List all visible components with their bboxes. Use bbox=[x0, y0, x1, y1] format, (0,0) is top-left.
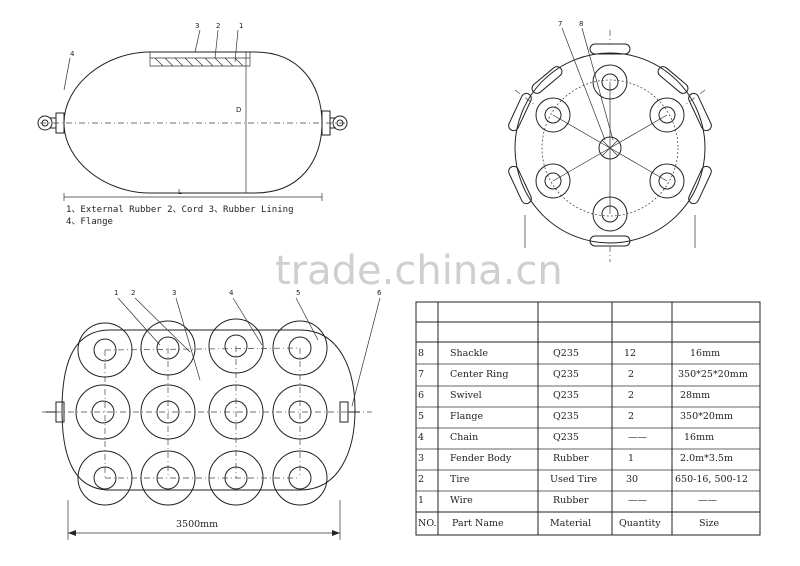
end-callout-8: 8 bbox=[579, 20, 583, 28]
row-name: Wire bbox=[450, 495, 473, 506]
end-view-tires bbox=[535, 64, 685, 232]
row-name: Flange bbox=[450, 411, 483, 422]
side-callout-4: 4 bbox=[70, 50, 75, 58]
row-no: 4 bbox=[418, 432, 424, 443]
table-header-row: NO. Part Name Material Quantity Size bbox=[418, 518, 720, 529]
row-name: Chain bbox=[450, 432, 478, 443]
row-quantity: 30 bbox=[626, 474, 638, 485]
row-no: 1 bbox=[418, 495, 424, 506]
row-quantity: —— bbox=[628, 495, 648, 506]
net-callout-2: 2 bbox=[131, 289, 135, 297]
side-legend-line1: 1、External Rubber 2、Cord 3、Rubber Lining bbox=[66, 205, 293, 215]
row-quantity: 2 bbox=[628, 390, 634, 401]
row-name: Center Ring bbox=[450, 369, 508, 380]
row-name: Shackle bbox=[450, 348, 488, 359]
table-row: 2 Tire Used Tire 30 650-16, 500-12 bbox=[418, 474, 748, 485]
row-material: Q235 bbox=[553, 390, 579, 401]
side-callout-1: 1 bbox=[239, 22, 243, 30]
net-callout-4: 4 bbox=[229, 289, 234, 297]
row-size: 16mm bbox=[684, 432, 714, 443]
table-row: 5 Flange Q235 2 350*20mm bbox=[418, 411, 733, 422]
table-row: 7 Center Ring Q235 2 350*25*20mm bbox=[418, 369, 748, 380]
table-row: 1 Wire Rubber —— —— bbox=[418, 495, 718, 506]
header-part-name: Part Name bbox=[452, 518, 504, 529]
row-no: 7 bbox=[418, 369, 424, 380]
row-no: 2 bbox=[418, 474, 424, 485]
header-material: Material bbox=[550, 518, 591, 529]
header-quantity: Quantity bbox=[619, 518, 661, 529]
row-name: Swivel bbox=[450, 390, 482, 401]
dim-diameter-label: D bbox=[236, 106, 241, 114]
net-callout-6: 6 bbox=[377, 289, 382, 297]
row-size: 2.0m*3.5m bbox=[680, 453, 733, 464]
row-name: Tire bbox=[450, 474, 470, 485]
row-material: Rubber bbox=[553, 453, 589, 464]
row-size: 28mm bbox=[680, 390, 710, 401]
watermark: trade.china.cn bbox=[275, 248, 563, 294]
side-callout-2: 2 bbox=[216, 22, 220, 30]
row-material: Used Tire bbox=[550, 474, 598, 485]
net-callout-5: 5 bbox=[296, 289, 300, 297]
row-no: 3 bbox=[418, 453, 424, 464]
end-callout-7: 7 bbox=[558, 20, 562, 28]
row-material: Rubber bbox=[553, 495, 589, 506]
header-no: NO. bbox=[418, 518, 437, 529]
side-view: 3 2 1 4 D L 1、External Rubber 2、Cord 3、R… bbox=[37, 22, 348, 227]
row-quantity: 1 bbox=[628, 453, 634, 464]
net-callout-1: 1 bbox=[114, 289, 118, 297]
row-no: 5 bbox=[418, 411, 424, 422]
net-view: 1 2 3 4 5 6 3500mm bbox=[42, 289, 382, 540]
row-material: Q235 bbox=[553, 432, 579, 443]
row-size: —— bbox=[698, 495, 718, 506]
header-size: Size bbox=[699, 518, 720, 529]
side-callout-3: 3 bbox=[195, 22, 199, 30]
row-no: 6 bbox=[418, 390, 424, 401]
net-dimension-label: 3500mm bbox=[176, 519, 218, 530]
row-size: 350*25*20mm bbox=[678, 369, 748, 380]
table-row: 3 Fender Body Rubber 1 2.0m*3.5m bbox=[418, 453, 733, 464]
row-quantity: 2 bbox=[628, 411, 634, 422]
row-size: 650-16, 500-12 bbox=[675, 474, 748, 485]
table-row: 4 Chain Q235 —— 16mm bbox=[418, 432, 714, 443]
parts-table: 8 Shackle Q235 12 16mm 7 Center Ring Q23… bbox=[415, 301, 761, 536]
dim-length-label: L bbox=[178, 188, 182, 196]
row-material: Q235 bbox=[553, 411, 579, 422]
table-row: 6 Swivel Q235 2 28mm bbox=[418, 390, 710, 401]
row-size: 16mm bbox=[690, 348, 720, 359]
row-quantity: 12 bbox=[624, 348, 636, 359]
net-callout-3: 3 bbox=[172, 289, 176, 297]
end-view: 7 8 bbox=[508, 20, 712, 262]
row-no: 8 bbox=[418, 348, 424, 359]
table-row: 8 Shackle Q235 12 16mm bbox=[418, 348, 720, 359]
row-material: Q235 bbox=[553, 348, 579, 359]
row-size: 350*20mm bbox=[680, 411, 733, 422]
row-name: Fender Body bbox=[450, 453, 512, 464]
row-quantity: 2 bbox=[628, 369, 634, 380]
side-legend-line2: 4、Flange bbox=[66, 217, 113, 227]
row-quantity: —— bbox=[628, 432, 648, 443]
row-material: Q235 bbox=[553, 369, 579, 380]
